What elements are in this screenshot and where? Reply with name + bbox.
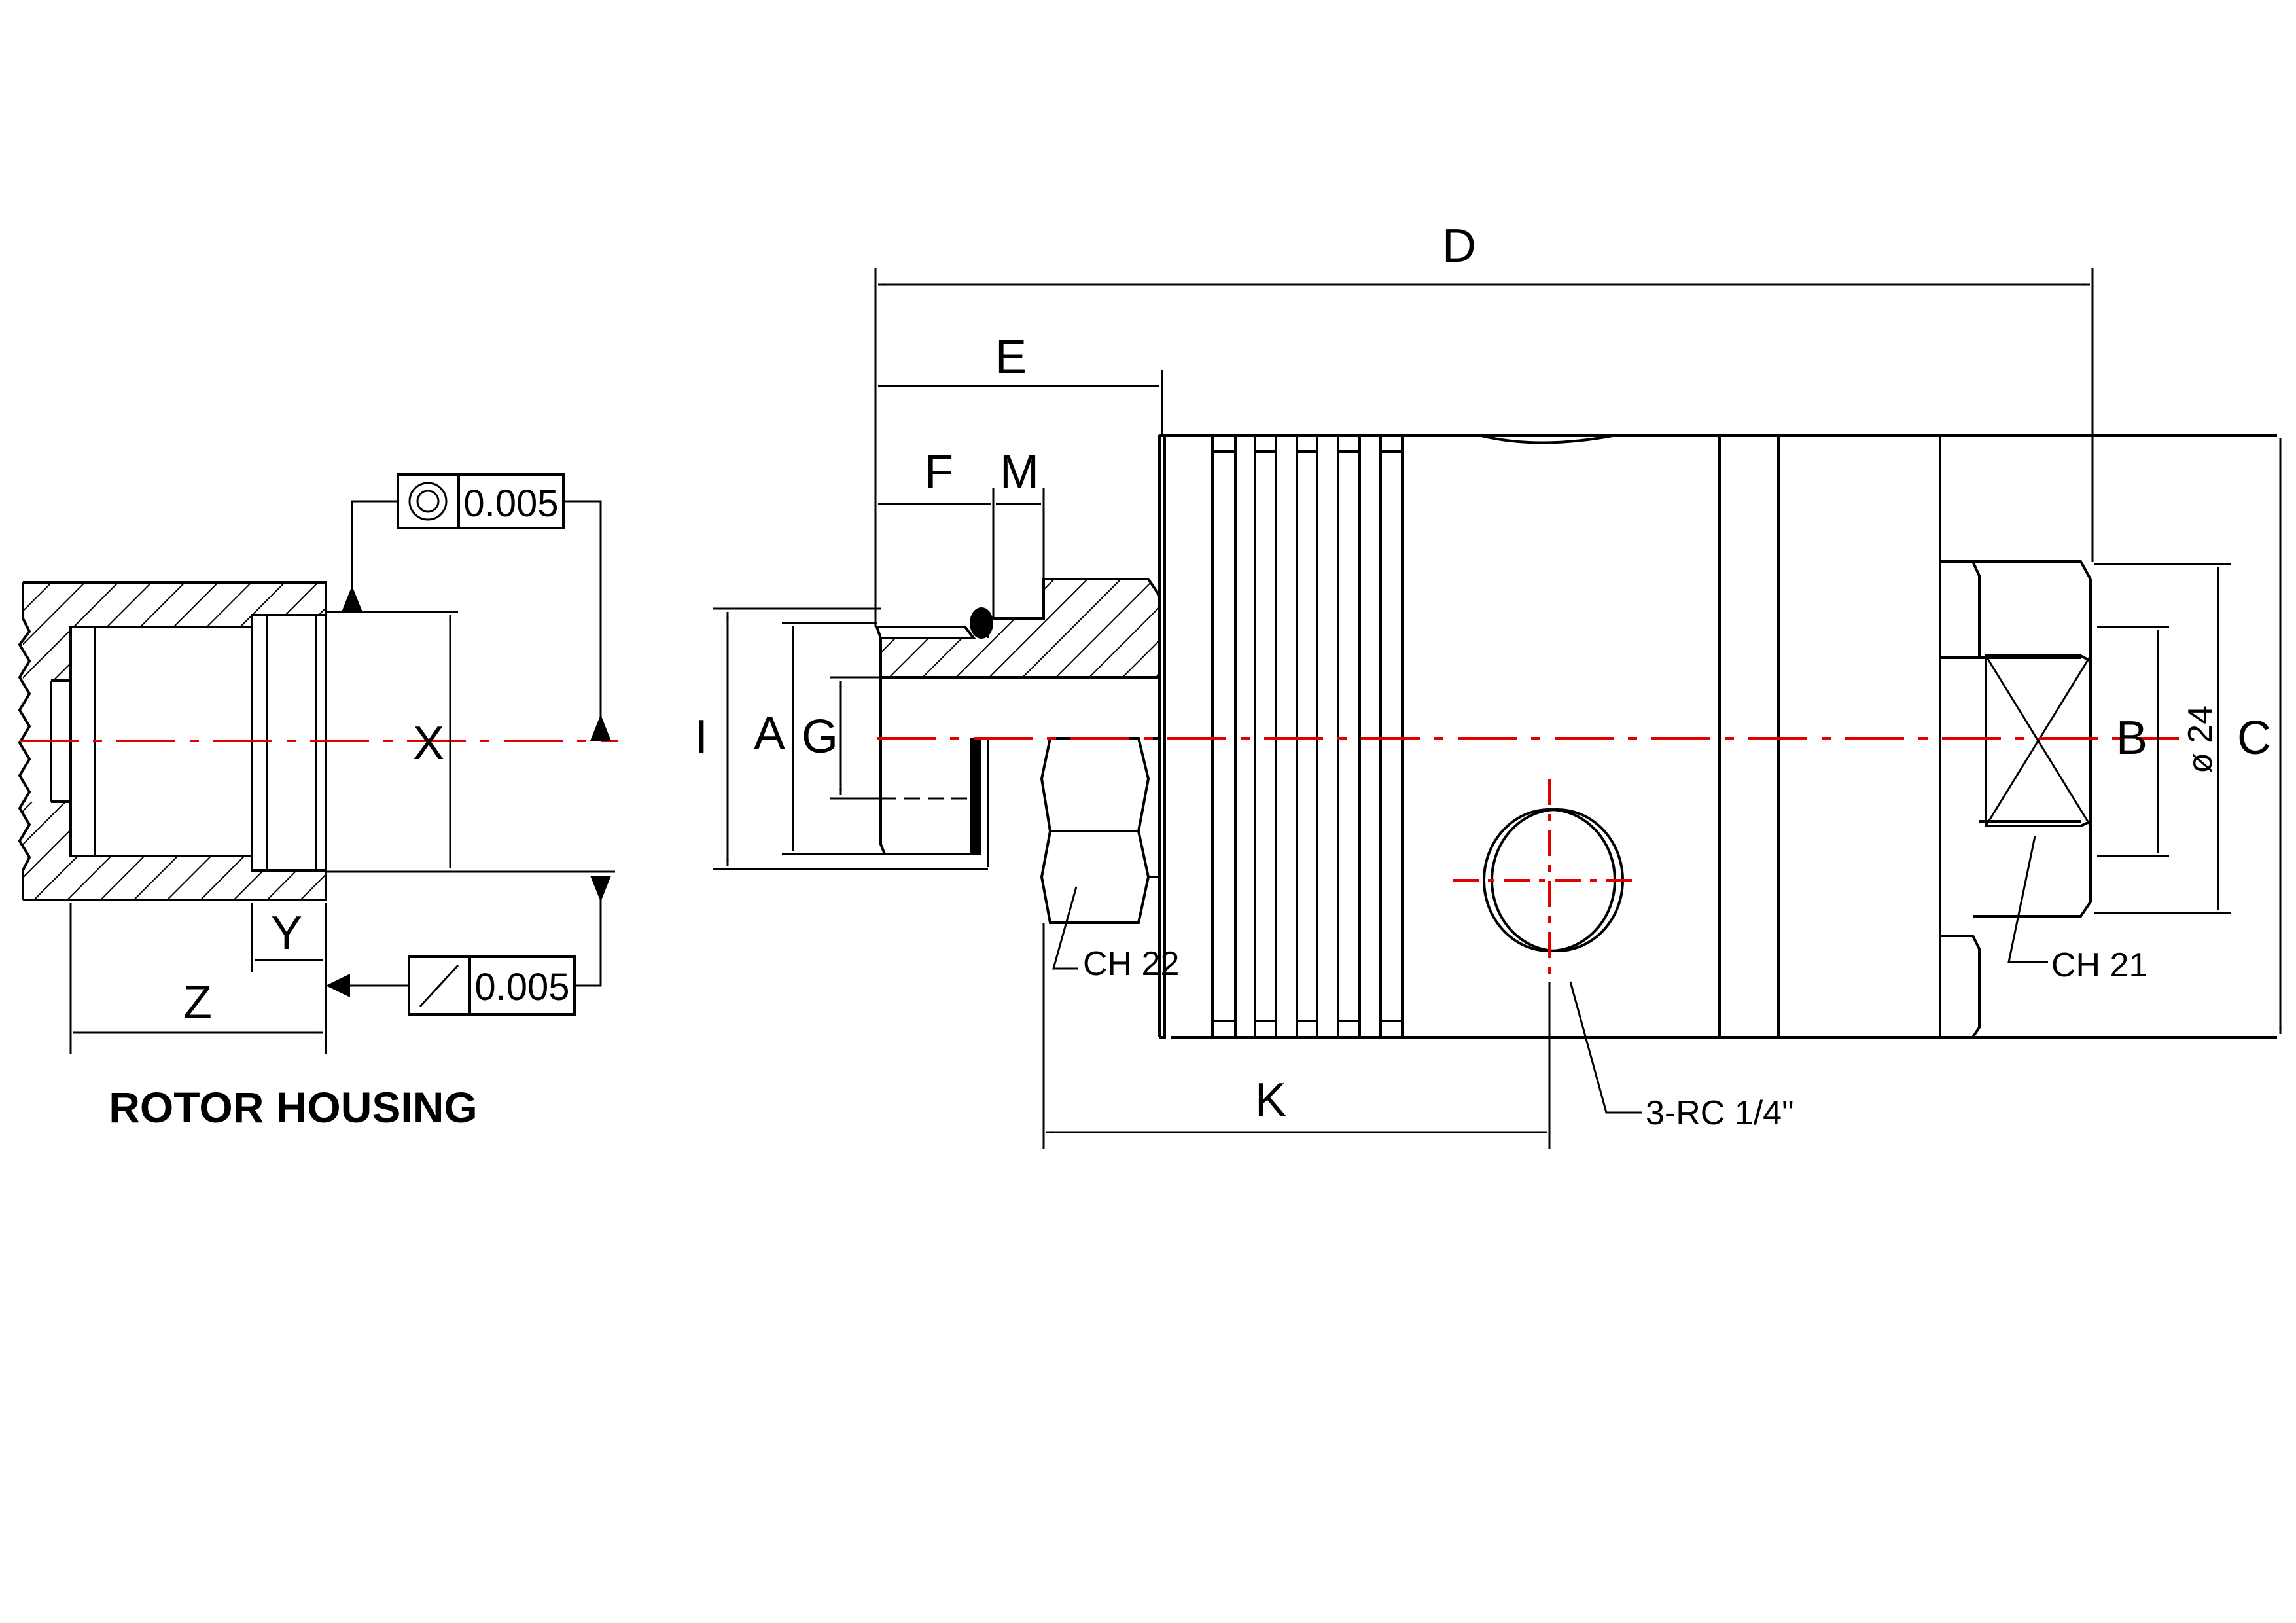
dim-label-k: K — [1255, 1074, 1286, 1126]
runout-value: 0.005 — [474, 966, 569, 1008]
dim-label-d: D — [1442, 220, 1476, 272]
dim-label-x: X — [413, 717, 444, 770]
dim-label-e: E — [995, 331, 1027, 383]
concentricity-value: 0.005 — [463, 482, 558, 525]
dim-label-i: I — [695, 711, 708, 763]
dim-label-a: A — [754, 707, 785, 760]
rotor-housing-title: ROTOR HOUSING — [109, 1083, 477, 1132]
note-ch22: CH 22 — [1083, 945, 1179, 983]
dim-label-g: G — [802, 711, 838, 763]
dim-label-z: Z — [183, 976, 212, 1029]
dim-label-c: C — [2237, 712, 2271, 764]
dim-label-dia24: ø 24 — [2181, 705, 2219, 774]
notes: CH 22 CH 21 3-RC 1/4" — [1052, 836, 2147, 1132]
rotor-housing-view: X 0.005 0.005 Y Z ROTOR HOUSING — [18, 473, 618, 1132]
seal-ring — [970, 738, 981, 855]
concentricity-icon — [408, 482, 448, 521]
runout-icon — [419, 964, 459, 1008]
dim-label-y: Y — [271, 907, 302, 959]
seal-oring — [970, 607, 993, 639]
note-port: 3-RC 1/4" — [1646, 1094, 1794, 1132]
dimensions: D E F M I A G K B — [695, 220, 2282, 1149]
rotary-union-view — [875, 434, 2277, 1039]
dim-label-b: B — [2116, 712, 2147, 764]
dim-label-f: F — [925, 446, 953, 498]
note-ch21: CH 21 — [2051, 946, 2147, 984]
dim-label-m: M — [1000, 446, 1039, 498]
